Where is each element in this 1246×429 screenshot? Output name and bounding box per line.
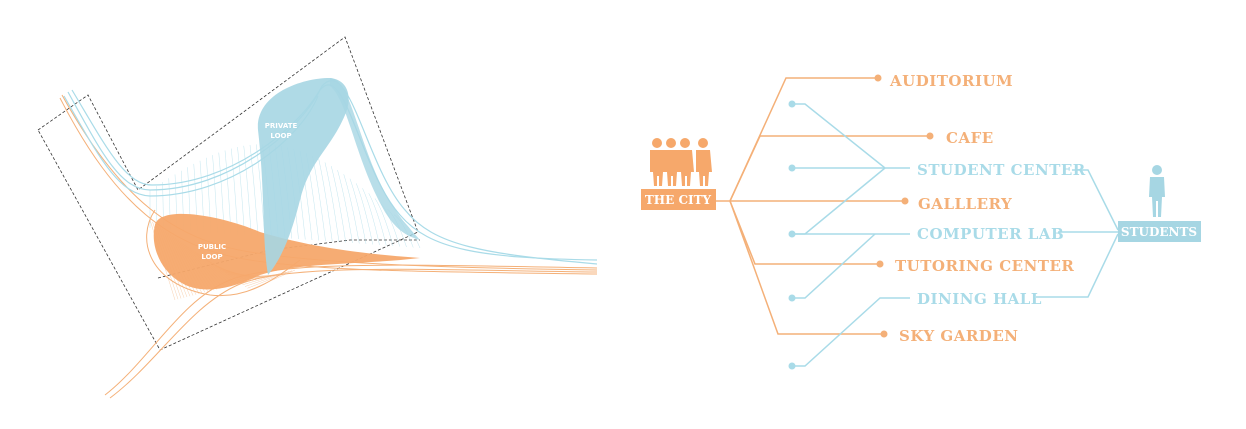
node-tutoring — [876, 260, 884, 268]
the-city-tag — [641, 189, 716, 210]
private-loop-ribbon — [330, 78, 420, 240]
public-loop-label-1: PUBLIC — [198, 243, 226, 251]
private-loop-label-2: LOOP — [270, 132, 291, 140]
node-blue-3 — [788, 230, 796, 238]
label-auditorium: AUDITORIUM — [889, 72, 1013, 90]
label-dining-hall: DINING HALL — [917, 290, 1042, 308]
node-blue-4 — [788, 294, 796, 302]
person-icon — [1149, 165, 1165, 217]
private-branches — [792, 103, 1119, 367]
fine-line-blue — [331, 166, 346, 243]
fine-line-blue — [343, 174, 360, 244]
node-auditorium — [874, 74, 882, 82]
public-loop-shape — [153, 213, 420, 290]
fine-line-blue — [231, 148, 238, 235]
node-blue-1 — [788, 100, 796, 108]
private-loop-label-1: PRIVATE — [265, 122, 298, 130]
private-loop-shape — [257, 78, 349, 275]
node-cafe — [926, 132, 934, 140]
public-loop-label-2: LOOP — [201, 253, 222, 261]
node-blue-2 — [788, 164, 796, 172]
students-tag — [1118, 221, 1201, 242]
people-group-icon — [650, 138, 712, 186]
label-tutoring-center: TUTORING CENTER — [895, 257, 1074, 275]
fine-line-blue — [312, 156, 326, 242]
label-sky-garden: SKY GARDEN — [899, 327, 1018, 345]
flow-diagram: AUDITORIUM CAFE GALLLERY TUTORING CENTER… — [641, 72, 1201, 370]
fine-line-blue — [337, 170, 353, 244]
label-computer-lab: COMPUTER LAB — [917, 225, 1064, 243]
public-branches — [729, 77, 930, 335]
label-gallery: GALLLERY — [918, 195, 1012, 213]
label-student-center: STUDENT CENTER — [917, 161, 1086, 179]
site-boundary-outer — [37, 36, 419, 351]
fine-line-blue — [374, 198, 394, 247]
fine-line-blue — [356, 183, 373, 245]
the-city-label: THE CITY — [645, 193, 712, 207]
node-sky-garden — [880, 330, 888, 338]
fine-line-blue — [368, 193, 387, 246]
fine-line-blue — [362, 188, 380, 246]
fine-line-blue — [318, 159, 333, 242]
node-gallery — [901, 197, 909, 205]
students-label: STUDENTS — [1121, 225, 1197, 239]
fine-line-blue — [237, 147, 245, 236]
fine-line-blue — [249, 144, 259, 237]
label-cafe: CAFE — [946, 129, 994, 147]
node-blue-5 — [788, 362, 796, 370]
fine-line-blue — [243, 145, 252, 236]
fine-line-blue — [349, 178, 367, 245]
loop-diagram: PRIVATE LOOP PUBLIC LOOP — [37, 36, 598, 399]
fine-line-blue — [324, 162, 340, 243]
